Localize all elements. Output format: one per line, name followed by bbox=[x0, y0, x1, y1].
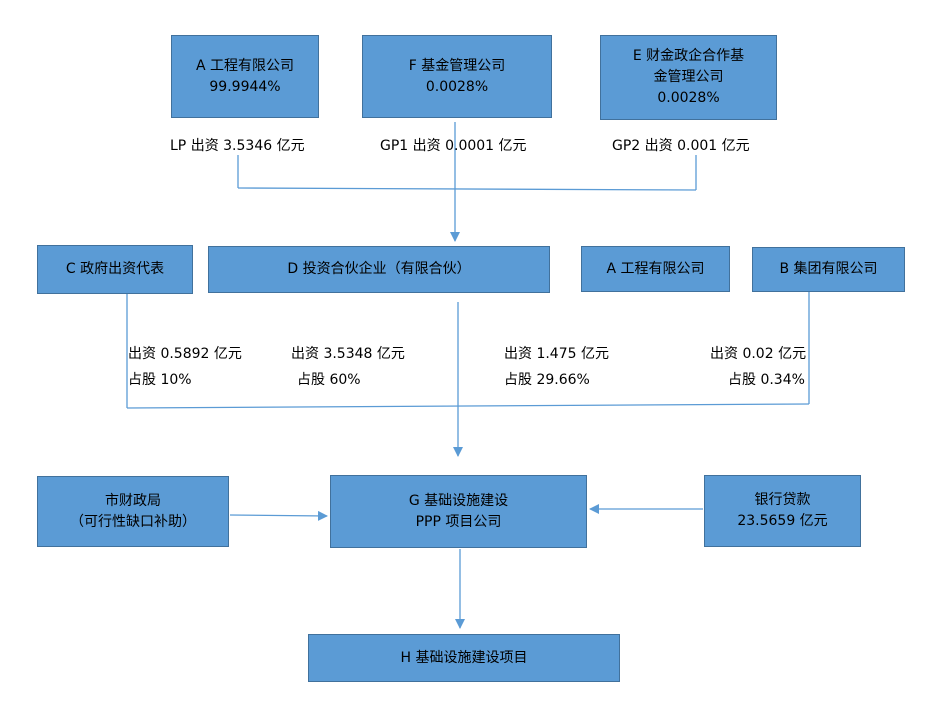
partner-a-company-box: A 工程有限公司 99.9944% bbox=[171, 35, 319, 118]
partner-a-company-share: 99.9944% bbox=[209, 78, 281, 95]
shareholder-b-group-share: 占股 0.34% bbox=[728, 372, 805, 388]
ppp-company-line1: G 基础设施建设 bbox=[408, 492, 509, 509]
bank-loan-box: 银行贷款 23.5659 亿元 bbox=[704, 475, 861, 547]
ppp-company-box: G 基础设施建设 PPP 项目公司 bbox=[330, 475, 587, 548]
shareholder-d-partnership-share: 占股 60% bbox=[297, 372, 361, 388]
partner-a-company-name: A 工程有限公司 bbox=[195, 57, 295, 74]
partner-e-fund-box: E 财金政企合作基 金管理公司 0.0028% bbox=[600, 35, 777, 120]
shareholder-c-gov-name: C 政府出资代表 bbox=[65, 261, 165, 277]
shareholder-d-partnership-box: D 投资合伙企业（有限合伙） bbox=[208, 246, 550, 293]
bank-loan-line1: 银行贷款 bbox=[754, 492, 811, 508]
shareholder-d-partnership-name: D 投资合伙企业（有限合伙） bbox=[287, 261, 471, 277]
shareholder-d-partnership-investment: 出资 3.5348 亿元 bbox=[291, 346, 405, 362]
bank-loan-line2: 23.5659 亿元 bbox=[737, 513, 828, 529]
shareholder-a-company-box: A 工程有限公司 bbox=[581, 246, 730, 292]
shareholder-a-company-share: 占股 29.66% bbox=[504, 372, 590, 388]
shareholder-a-company-investment: 出资 1.475 亿元 bbox=[504, 346, 609, 362]
shareholder-c-gov-box: C 政府出资代表 bbox=[37, 245, 193, 294]
shareholder-b-group-name: B 集团有限公司 bbox=[779, 261, 878, 277]
partner-f-fund-contribution: GP1 出资 0.0001 亿元 bbox=[380, 138, 527, 154]
partner-f-fund-box: F 基金管理公司 0.0028% bbox=[362, 35, 552, 118]
partner-f-fund-name: F 基金管理公司 bbox=[408, 57, 506, 74]
partner-f-fund-share: 0.0028% bbox=[425, 78, 489, 95]
partner-e-fund-name-line1: E 财金政企合作基 bbox=[632, 48, 745, 64]
partner-e-fund-name-line2: 金管理公司 bbox=[653, 69, 724, 85]
line-top-horizontal bbox=[237, 187, 697, 191]
partner-e-fund-contribution: GP2 出资 0.001 亿元 bbox=[612, 138, 750, 154]
shareholder-c-gov-share: 占股 10% bbox=[128, 372, 192, 388]
ppp-company-line2: PPP 项目公司 bbox=[415, 513, 502, 530]
line-middle-horizontal bbox=[126, 403, 810, 409]
shareholder-c-gov-investment: 出资 0.5892 亿元 bbox=[128, 346, 242, 362]
shareholder-b-group-box: B 集团有限公司 bbox=[752, 247, 905, 292]
arrow-finance-to-g bbox=[229, 510, 328, 521]
shareholder-b-group-investment: 出资 0.02 亿元 bbox=[710, 346, 807, 362]
partner-a-company-contribution: LP 出资 3.5346 亿元 bbox=[170, 138, 305, 154]
finance-bureau-box: 市财政局 （可行性缺口补助） bbox=[37, 476, 229, 547]
shareholder-a-company-name: A 工程有限公司 bbox=[606, 260, 705, 277]
project-box: H 基础设施建设项目 bbox=[308, 634, 620, 682]
finance-bureau-line2: （可行性缺口补助） bbox=[70, 513, 196, 530]
partner-e-fund-share: 0.0028% bbox=[657, 90, 720, 106]
project-name: H 基础设施建设项目 bbox=[400, 649, 528, 666]
finance-bureau-line1: 市财政局 bbox=[105, 492, 161, 509]
